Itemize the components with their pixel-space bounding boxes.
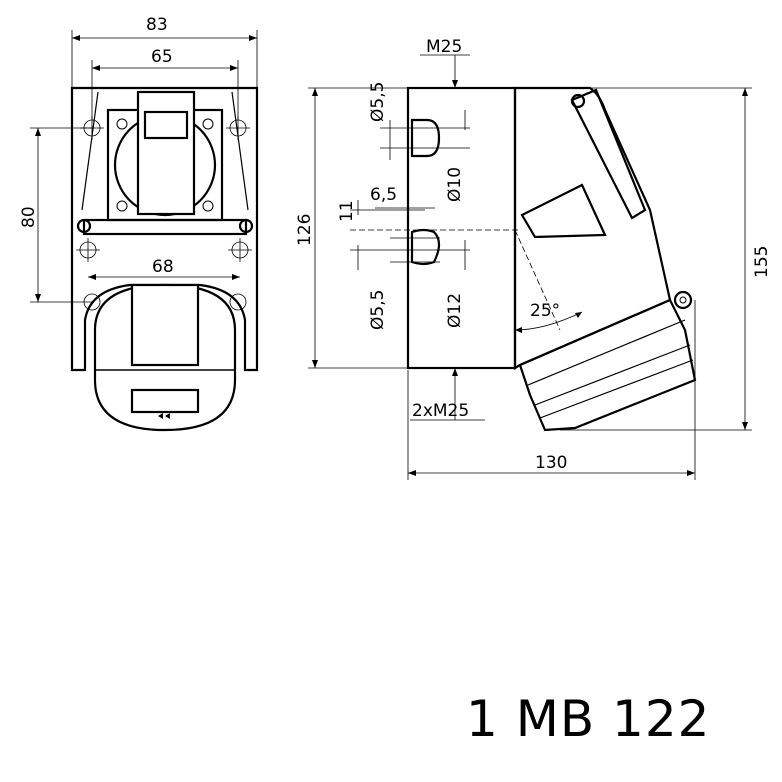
m25-label: M25 [426,37,462,57]
dim-83-label: 83 [146,15,168,35]
dim-80-label: 80 [19,206,39,228]
lower-socket-lid [130,283,200,367]
hole-5-5-bottom-label: Ø5,5 [368,290,388,330]
hole-10 [410,118,441,158]
latch [520,183,607,239]
divider-plate [82,218,248,236]
hole-5-5-top-label: Ø5,5 [368,82,388,122]
mounting-holes [76,116,252,311]
hole-10-label: Ø10 [445,167,465,202]
dim-130-label: 130 [535,453,567,473]
dim-65-label: 65 [151,47,173,67]
housing-outline [70,86,259,372]
model-number: 1 MB 122 [466,690,711,748]
dim-11-label: 11 [337,200,357,222]
dim-68-label: 68 [152,257,174,277]
dim-6-5-label: 6,5 [370,185,397,205]
side-view [308,54,752,480]
dim-126-label: 126 [295,214,315,246]
socket-body-angled [513,86,672,370]
angle-label: 25° [530,301,560,321]
dim-155-label: 155 [752,246,772,278]
hole-12-label: Ø12 [445,293,465,328]
socket-front [518,298,697,432]
2xm25-label: 2xM25 [412,401,469,421]
upper-socket-lid [136,90,196,216]
front-view [30,30,259,432]
hole-12 [410,228,441,266]
hinged-lid [570,88,647,220]
